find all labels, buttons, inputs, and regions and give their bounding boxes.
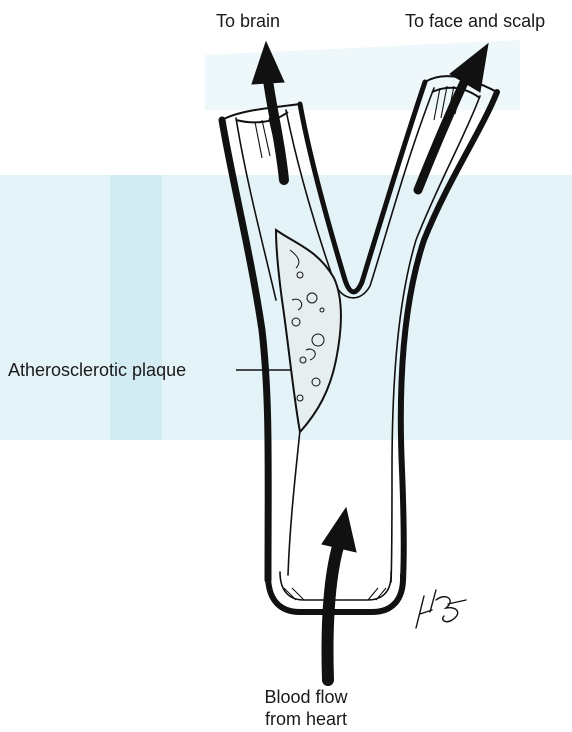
label-blood-flow: Blood flow from heart (226, 686, 386, 730)
label-to-brain: To brain (216, 10, 280, 32)
label-atherosclerotic-plaque: Atherosclerotic plaque (8, 359, 186, 381)
label-to-face-and-scalp: To face and scalp (405, 10, 545, 32)
label-blood-flow-line1: Blood flow (226, 686, 386, 708)
artist-signature (416, 590, 466, 628)
label-blood-flow-line2: from heart (226, 708, 386, 730)
